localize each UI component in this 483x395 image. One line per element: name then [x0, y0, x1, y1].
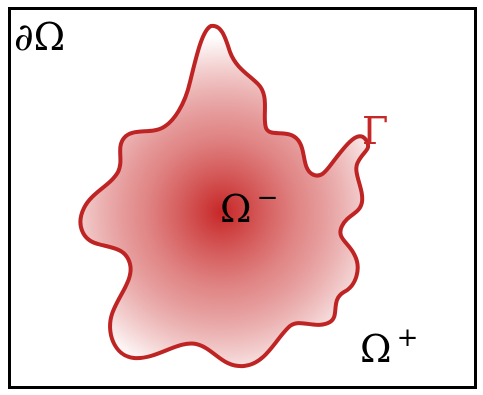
inner-region-base: Ω — [220, 187, 252, 231]
outer-region-sign: + — [397, 323, 419, 353]
interface-curve — [78, 23, 371, 369]
inner-region-sign: − — [257, 183, 279, 213]
inner-region-label: Ω − — [220, 183, 278, 231]
outer-region-label: Ω + — [360, 323, 418, 371]
outer-region-base: Ω — [360, 327, 392, 371]
boundary-label: ∂Ω — [14, 15, 65, 59]
interface-label: Γ — [362, 109, 388, 153]
